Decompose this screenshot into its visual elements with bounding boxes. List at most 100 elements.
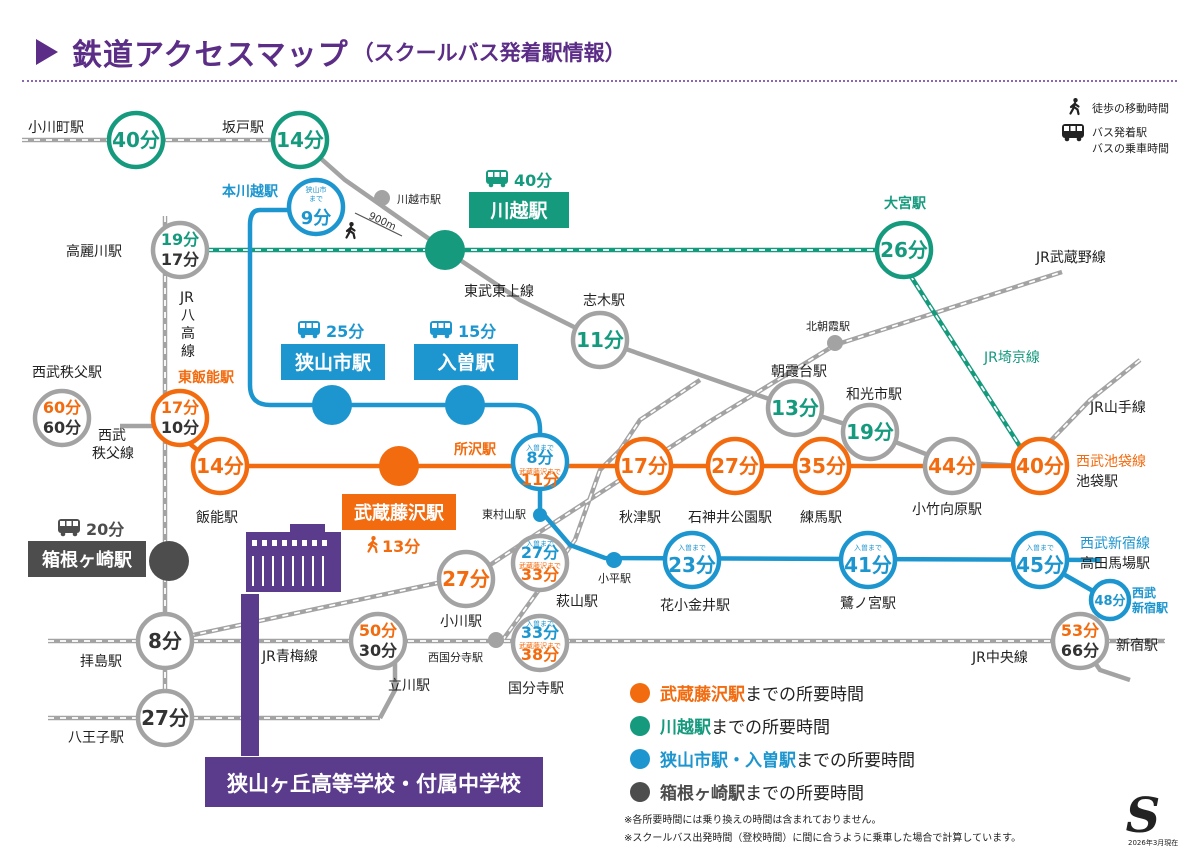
station-circle-haijima: [135, 611, 195, 671]
walk-icon: [1069, 96, 1080, 116]
bus-icon: [298, 321, 320, 339]
walk-time-musashifujisawa: 13分: [382, 537, 420, 556]
dot-nishikokubunji: [488, 632, 504, 648]
station-circle-omiya: [874, 220, 934, 280]
legend-swatch-blue: [630, 749, 650, 769]
svg-text:バス発着駅: バス発着駅: [1092, 125, 1147, 139]
station-circle-shinjuku: [1050, 611, 1110, 671]
station-circle-ogawa: [436, 549, 496, 609]
legend-item-dark: 箱根ヶ崎駅までの所要時間: [660, 783, 864, 804]
dot-kodaira: [606, 552, 622, 568]
time-labels: 40分 14分 9分 19分 17分 26分 11分 13分 19分 60分 6…: [43, 128, 1126, 730]
svg-text:西武新宿線: 西武新宿線: [1080, 535, 1150, 552]
svg-text:練馬駅: 練馬駅: [800, 510, 842, 526]
svg-text:26分: 26分: [880, 238, 928, 262]
station-circle-tachikawa: [348, 611, 408, 671]
bus-time-hakonegasaki: 20分: [86, 520, 124, 539]
walk-icon: [367, 534, 378, 554]
svg-text:八: 八: [181, 308, 195, 324]
hub-dot-musashifujisawa: [379, 446, 419, 486]
hub-name-kawagoe: 川越駅: [489, 199, 548, 222]
bus-icon: [430, 321, 452, 339]
svg-text:JR: JR: [179, 290, 194, 306]
svg-text:17分: 17分: [620, 454, 668, 478]
svg-text:9分: 9分: [301, 208, 332, 229]
svg-text:30分: 30分: [359, 641, 397, 660]
legend-item-teal: 川越駅までの所要時間: [659, 717, 830, 738]
svg-text:小平駅: 小平駅: [598, 572, 631, 585]
svg-text:17分: 17分: [161, 398, 199, 417]
svg-text:坂戸駅: 坂戸駅: [222, 120, 264, 136]
svg-text:入曽まで: 入曽まで: [526, 443, 554, 452]
hub-name-musashifujisawa: 武蔵藤沢駅: [354, 502, 445, 524]
svg-text:朝霞台駅: 朝霞台駅: [771, 364, 827, 380]
station-circle-seibushinjuku: [1088, 578, 1132, 622]
svg-text:入曽まで: 入曽まで: [526, 539, 554, 548]
hub-name-iriso: 入曽駅: [437, 351, 495, 374]
svg-text:53分: 53分: [1061, 621, 1099, 640]
svg-text:11分: 11分: [521, 470, 559, 489]
station-circle-shiki: [570, 310, 630, 370]
hub-name-hakonegasaki: 箱根ヶ崎駅: [42, 549, 133, 571]
svg-text:鷺ノ宮駅: 鷺ノ宮駅: [840, 596, 896, 612]
svg-text:40分: 40分: [112, 128, 160, 152]
svg-text:14分: 14分: [196, 454, 244, 478]
station-circle-hanakoganei: [662, 530, 722, 590]
station-circle-haginoyama: [510, 533, 570, 593]
hub-box-sayamashi: [281, 344, 385, 380]
svg-text:東飯能駅: 東飯能駅: [178, 369, 235, 386]
svg-text:武蔵藤沢まで: 武蔵藤沢まで: [519, 467, 561, 476]
svg-text:41分: 41分: [844, 553, 892, 577]
svg-text:西武: 西武: [98, 428, 126, 444]
svg-text:8分: 8分: [148, 629, 182, 653]
title-main: 鉄道アクセスマップ: [72, 38, 349, 73]
svg-text:バスの乗車時間: バスの乗車時間: [1092, 141, 1169, 155]
station-circle-takadanobaba: [1010, 530, 1070, 590]
hub-name-sayamashi: 狭山市駅: [294, 351, 372, 374]
distance-arrow: [354, 212, 403, 237]
hub-box-kawagoe: [469, 192, 569, 228]
bus-icon: [58, 519, 80, 537]
svg-text:JR埼京線: JR埼京線: [983, 350, 1040, 366]
station-circle-hanno: [190, 436, 250, 496]
svg-text:武蔵藤沢まで: 武蔵藤沢まで: [519, 641, 561, 650]
icon-key: 徒歩の移動時間 バス発着駅 バスの乗車時間: [1062, 96, 1169, 155]
note-1: ※各所要時間には乗り換えの時間は含まれておりません。: [624, 813, 881, 826]
svg-text:秩父線: 秩父線: [92, 446, 134, 462]
station-labels: 小川町駅 坂戸駅 川越市駅 本川越駅 高麗川駅 大宮駅 志木駅 北朝霞駅 朝霞台…: [28, 120, 1169, 746]
svg-text:JR中央線: JR中央線: [971, 650, 1028, 666]
svg-text:60分: 60分: [43, 398, 81, 417]
svg-text:秋津駅: 秋津駅: [619, 510, 661, 526]
svg-text:入曽まで: 入曽まで: [854, 543, 882, 552]
svg-text:33分: 33分: [521, 623, 559, 642]
legend-item-orange: 武蔵藤沢駅までの所要時間: [660, 684, 864, 705]
svg-text:66分: 66分: [1061, 641, 1099, 660]
svg-text:小竹向原駅: 小竹向原駅: [912, 502, 982, 518]
svg-text:小川駅: 小川駅: [440, 614, 482, 630]
hub-dot-sayamashi: [312, 385, 352, 425]
svg-text:40分: 40分: [1016, 454, 1064, 478]
hub-box-hakonegasaki: [28, 541, 146, 577]
school-label-box: [205, 757, 543, 807]
svg-text:立川駅: 立川駅: [388, 678, 430, 694]
hub-dot-hakonegasaki: [149, 541, 189, 581]
svg-text:45分: 45分: [1016, 553, 1064, 577]
hub-box-musashifujisawa: [342, 494, 456, 530]
svg-text:8分: 8分: [526, 448, 553, 467]
station-circle-saginomiya: [838, 530, 898, 590]
station-circle-sakado: [270, 110, 330, 170]
svg-text:JR山手線: JR山手線: [1089, 400, 1146, 416]
svg-text:10分: 10分: [161, 418, 199, 437]
play-triangle-icon: [36, 39, 58, 65]
svg-text:西武池袋線: 西武池袋線: [1076, 454, 1146, 470]
svg-text:60分: 60分: [43, 418, 81, 437]
svg-text:東村山駅: 東村山駅: [482, 507, 526, 521]
svg-text:西武: 西武: [1132, 585, 1156, 600]
legend-item-blue: 狭山市駅・入曽駅までの所要時間: [659, 750, 915, 771]
title-sub: （スクールバス発着駅情報）: [352, 41, 626, 65]
legend-swatch-teal: [630, 716, 650, 736]
svg-text:武蔵藤沢まで: 武蔵藤沢まで: [519, 561, 561, 570]
svg-text:飯能駅: 飯能駅: [196, 509, 238, 526]
svg-text:38分: 38分: [521, 645, 559, 664]
